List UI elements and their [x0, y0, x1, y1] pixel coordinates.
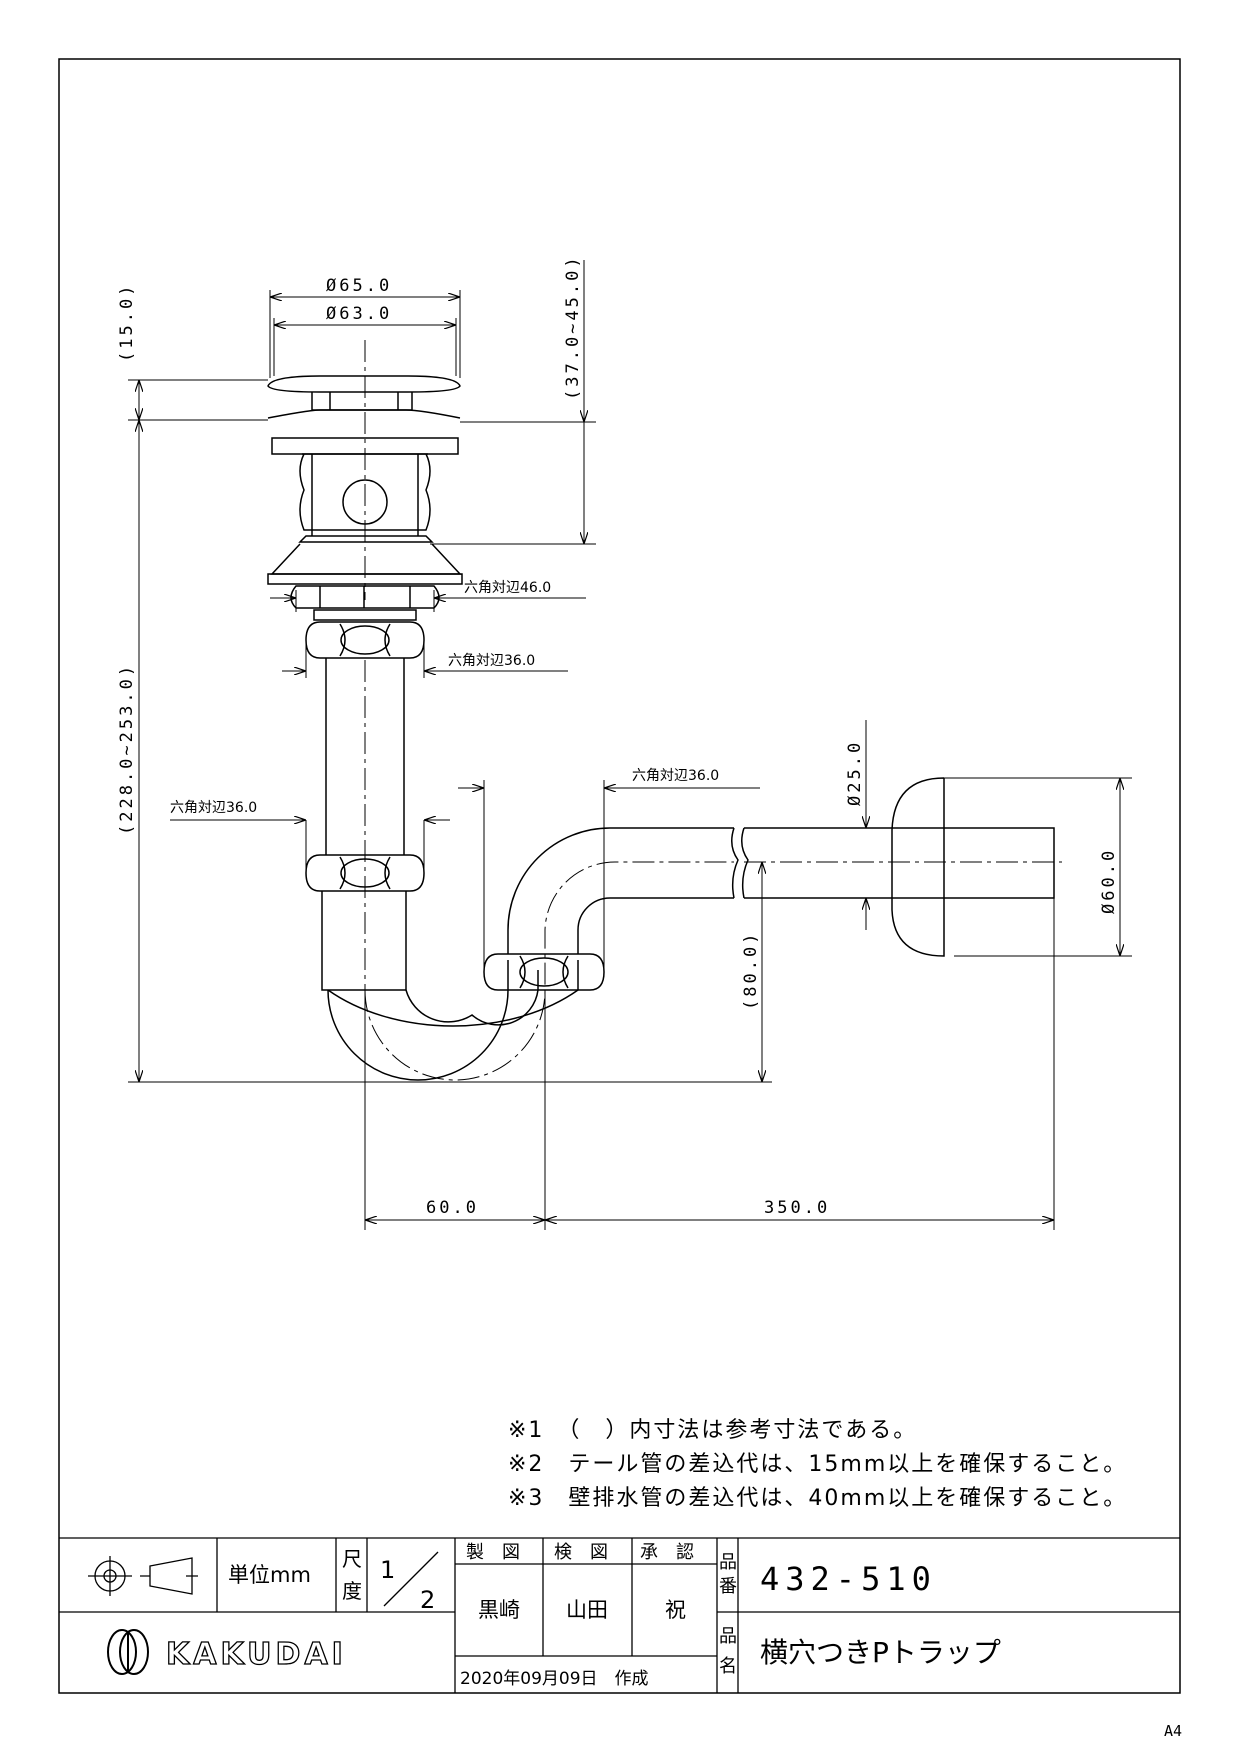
cap-stem [311, 392, 413, 411]
dim-hex36-upper-label: 六角対辺36.0 [448, 653, 535, 669]
j-bend [507, 827, 734, 954]
slip-nut-left-facets [339, 856, 391, 890]
slip-nut-left [305, 854, 425, 892]
checked-label: 検 図 [554, 1542, 608, 1563]
nut-collar [313, 609, 417, 621]
dim-d63-label: Ø63.0 [326, 304, 392, 324]
dim-d25-ext [880, 827, 900, 899]
slip-joint-sleeve [321, 891, 407, 991]
checked-by: 山田 [566, 1598, 608, 1622]
dim-hex36l-ext [305, 820, 425, 873]
u-bend-outer [327, 960, 509, 1081]
part-no-label-1: 品 [719, 1552, 737, 1573]
dim-w350-label: 350.0 [764, 1198, 830, 1218]
scale-denominator: 2 [420, 1586, 435, 1614]
note-2: ※2 テール管の差込代は、15mm以上を確保すること。 [508, 1452, 1128, 1477]
u-bend-inner [405, 970, 539, 1026]
dim-hex36r-ext [483, 780, 605, 972]
scale-label-2: 度 [342, 1579, 362, 1603]
dim-d25-label: Ø25.0 [845, 740, 865, 806]
drain-cap [267, 375, 461, 393]
dim-h80-label: (80.0) [741, 931, 761, 1010]
u-bend-outer-arc [327, 960, 579, 1027]
wall-escutcheon [891, 777, 945, 957]
scale-label-1: 尺 [342, 1547, 362, 1571]
dim-h15-ext [128, 379, 268, 421]
part-name-label-2: 名 [719, 1656, 737, 1677]
part-no-label-2: 番 [719, 1576, 737, 1597]
slip-nut-upper [305, 621, 425, 659]
tail-pipe [325, 658, 405, 855]
logo-text: KAKUDAI [166, 1637, 347, 1672]
dim-h15-label: (15.0) [117, 283, 137, 362]
body-neck [311, 454, 419, 536]
slip-nut-upper-facets [339, 623, 391, 657]
drain-flange [267, 409, 461, 419]
approved-by: 祝 [665, 1598, 686, 1622]
dimensions [128, 260, 1132, 1230]
dim-hex46-label: 六角対辺46.0 [464, 580, 551, 596]
dim-w60-label: 60.0 [426, 1198, 479, 1218]
title-block [59, 1537, 1180, 1693]
note-3: ※3 壁排水管の差込代は、40mm以上を確保すること。 [508, 1486, 1128, 1511]
wall-pipe [744, 827, 1055, 899]
center-lines [364, 340, 1062, 1081]
creation-date: 2020年09月09日 作成 [460, 1669, 649, 1689]
dim-h228-label: (228.0~253.0) [117, 663, 137, 835]
body-ring [298, 535, 434, 543]
scale-numerator: 1 [380, 1556, 395, 1584]
slip-nut-right-facets [519, 955, 569, 989]
projection-symbol-icon [88, 1556, 198, 1596]
dimension-labels: Ø65.0 Ø63.0 (15.0) (37.0~45.0) (228.0~25… [117, 254, 1119, 1218]
part-name: 横穴つきPトラップ [760, 1636, 1001, 1669]
drawing-frame [58, 58, 1181, 1694]
dim-d65-ext [269, 290, 461, 378]
part-number: 432-510 [760, 1560, 937, 1598]
dim-d65-label: Ø65.0 [326, 276, 392, 296]
dim-hex36-right-label: 六角対辺36.0 [632, 768, 719, 784]
title-block-text: 単位mm 尺 度 1 2 製 図 検 図 承 認 黒崎 山田 祝 2020年09… [165, 1542, 1001, 1689]
scale-slash [383, 1551, 439, 1607]
dim-h37-ext [430, 421, 596, 545]
slip-nut-upper-face [340, 625, 390, 655]
drawn-by: 黒崎 [478, 1598, 520, 1622]
dim-hex36-left-label: 六角対辺36.0 [170, 800, 257, 816]
lock-cone [270, 543, 462, 575]
center-line-bend [364, 861, 734, 1081]
slip-nut-right [483, 953, 605, 991]
trap-drawing [267, 375, 1055, 1081]
part-name-label-1: 品 [719, 1626, 737, 1647]
slip-nut-right-face [519, 957, 569, 987]
pipe-break-marks [731, 827, 749, 899]
note-1: ※1 （ ）内寸法は参考寸法である。 [508, 1418, 918, 1443]
dim-h37-label: (37.0~45.0) [563, 254, 583, 400]
unit-label: 単位mm [228, 1563, 311, 1587]
sheet-size: A4 [1163, 1722, 1182, 1740]
drawn-label: 製 図 [466, 1542, 520, 1563]
approved-label: 承 認 [640, 1542, 694, 1563]
dim-w-ext [364, 898, 1055, 1230]
dim-d60-label: Ø60.0 [1099, 848, 1119, 914]
kakudai-logo [107, 1629, 149, 1675]
dim-d60-ext [944, 777, 1132, 957]
